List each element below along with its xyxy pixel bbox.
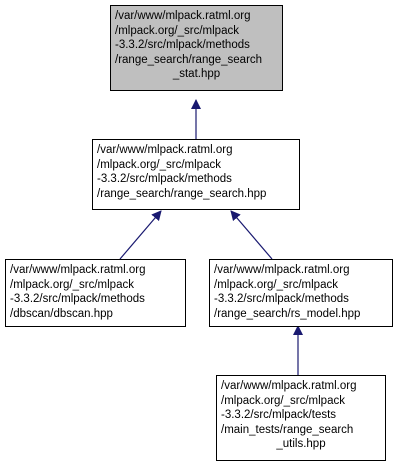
node-line: /var/www/mlpack.ratml.org [221,380,357,392]
node-line: -3.3.2/src/mlpack/methods [115,39,250,51]
node-dbscan[interactable]: /var/www/mlpack.ratml.org /mlpack.org/_s… [5,259,186,327]
node-line: /mlpack.org/_src/mlpack [97,158,221,171]
node-line: _stat.hpp [172,68,221,80]
node-line: /main_tests/range_search [221,423,354,436]
node-line: -3.3.2/src/mlpack/methods [10,293,145,305]
node-line: -3.3.2/src/mlpack/tests [221,409,337,421]
edge-dbscan-to-range-search [119,210,162,260]
node-line: /var/www/mlpack.ratml.org [115,10,251,22]
node-line: /mlpack.org/_src/mlpack [221,394,345,407]
node-line: /dbscan/dbscan.hpp [10,307,113,320]
node-line: /mlpack.org/_src/mlpack [214,278,338,291]
node-line: /var/www/mlpack.ratml.org [214,264,350,276]
node-line: /range_search/range_search [115,53,263,66]
node-line: /range_search/range_search.hpp [97,187,267,200]
node-line: /var/www/mlpack.ratml.org [97,144,233,156]
node-range-search-utils[interactable]: /var/www/mlpack.ratml.org /mlpack.org/_s… [216,375,386,461]
node-line: -3.3.2/src/mlpack/methods [97,173,232,185]
edge-rs-model-to-range-search [230,210,273,260]
node-line: -3.3.2/src/mlpack/methods [214,293,349,305]
node-line: _utils.hpp [276,438,326,450]
node-rs-model[interactable]: /var/www/mlpack.ratml.org /mlpack.org/_s… [209,259,393,327]
node-line: /mlpack.org/_src/mlpack [115,24,239,37]
node-line: /var/www/mlpack.ratml.org [10,264,146,276]
node-line: /range_search/rs_model.hpp [214,307,361,320]
node-line: /mlpack.org/_src/mlpack [10,278,134,291]
node-range-search[interactable]: /var/www/mlpack.ratml.org /mlpack.org/_s… [92,139,300,210]
node-range-search-stat[interactable]: /var/www/mlpack.ratml.org /mlpack.org/_s… [110,5,283,91]
